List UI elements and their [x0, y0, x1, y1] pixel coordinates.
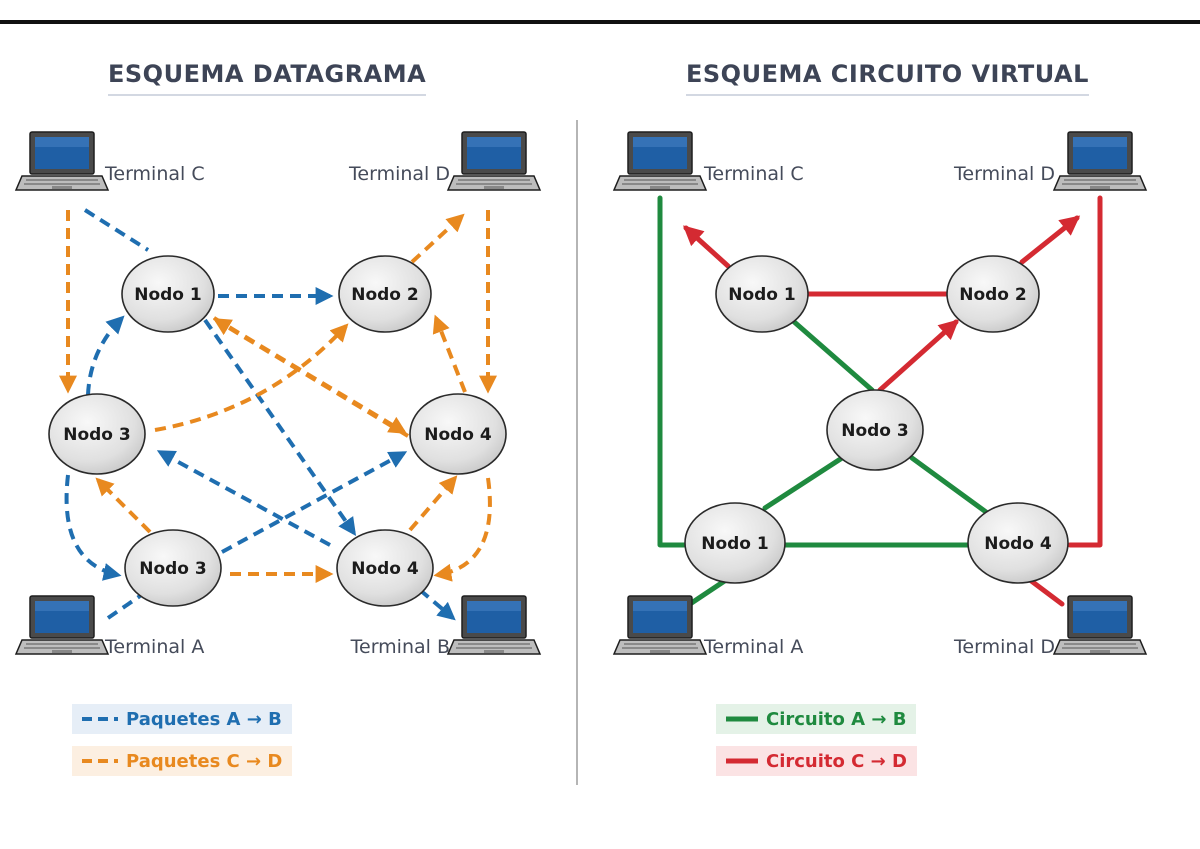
- legend-item-circuit-ab: Circuito A → B: [716, 704, 917, 734]
- orange-arrow-node3b-node3: [95, 477, 152, 534]
- terminal-label-d: Terminal D: [953, 163, 1055, 185]
- laptop-icon: [447, 595, 541, 655]
- title-virtual-circuit: ESQUEMA CIRCUITO VIRTUAL: [686, 60, 1089, 96]
- legend-label: Paquetes C → D: [126, 750, 283, 772]
- node-2-label: Nodo 2: [351, 285, 419, 305]
- green-line-node3-node4: [909, 455, 989, 515]
- node-2-label: Nodo 2: [959, 285, 1027, 305]
- panel-divider: [576, 120, 578, 785]
- laptop-icon: [1053, 131, 1147, 191]
- blue-arrow-node1-node4b: [203, 318, 357, 536]
- node-2: [946, 255, 1040, 333]
- orange-arrow-node4-node2: [432, 314, 467, 393]
- laptop-icon: [15, 595, 109, 655]
- node-4b-label: Nodo 4: [351, 559, 419, 579]
- legend-item-circuit-cd: Circuito C → D: [716, 746, 917, 776]
- terminal-label-b: Terminal B: [350, 636, 450, 658]
- node-3-label: Nodo 3: [841, 421, 909, 441]
- node-3b: [124, 529, 222, 607]
- node-1b: [684, 502, 786, 584]
- node-2: [338, 255, 432, 333]
- terminal-label-d: Terminal D: [348, 163, 450, 185]
- green-line-node1b-node3: [762, 455, 845, 511]
- laptop-icon: [447, 131, 541, 191]
- terminal-label-a: Terminal A: [104, 636, 204, 658]
- title-datagram: ESQUEMA DATAGRAMA: [108, 60, 427, 96]
- green-line-termA-node1b: [687, 577, 729, 607]
- blue-arrow-node3-node1: [86, 315, 125, 396]
- red-line-node4-termD2: [1027, 577, 1065, 607]
- green-line-termC-node1b: [657, 195, 687, 548]
- laptop-icon: [1053, 595, 1147, 655]
- legend-label: Circuito A → B: [766, 708, 907, 730]
- blue-path-termC-node1: [83, 208, 150, 252]
- green-line-node1-node3: [789, 317, 875, 393]
- terminal-label-a: Terminal A: [703, 636, 803, 658]
- legend-dashed-line-icon: [82, 759, 118, 763]
- node-1-label: Nodo 1: [134, 285, 202, 305]
- node-4b: [336, 529, 434, 607]
- orange-arrow-node3-node2: [154, 323, 349, 432]
- red-arrow-node2-termD: [1019, 215, 1081, 265]
- node-1b-label: Nodo 1: [701, 534, 769, 554]
- legend-label: Paquetes A → B: [126, 708, 282, 730]
- laptop-icon: [15, 131, 109, 191]
- legend-dashed-line-icon: [82, 717, 118, 721]
- node-1: [121, 255, 215, 333]
- blue-arrow-node3-node3b: [64, 474, 122, 581]
- node-1-label: Nodo 1: [728, 285, 796, 305]
- node-3: [48, 393, 146, 475]
- node-4: [409, 393, 507, 475]
- orange-arrow-node4-node1: [212, 318, 410, 438]
- laptop-icon: [613, 595, 707, 655]
- terminal-label-d2: Terminal D: [953, 636, 1055, 658]
- orange-arrow-node4-node4b: [433, 477, 492, 582]
- red-arrow-node3-node2: [877, 319, 959, 393]
- orange-arrow-node4b-node4: [408, 475, 458, 532]
- legend-label: Circuito C → D: [766, 750, 907, 772]
- node-4: [967, 502, 1069, 584]
- legend-solid-line-icon: [726, 716, 758, 722]
- blue-path-termA-node3b: [106, 594, 142, 620]
- legend-solid-line-icon: [726, 758, 758, 764]
- red-arrow-node1-termC: [683, 225, 731, 269]
- node-4-label: Nodo 4: [424, 425, 492, 445]
- node-3b-label: Nodo 3: [139, 559, 207, 579]
- node-1: [715, 255, 809, 333]
- legend-item-packets-cd: Paquetes C → D: [72, 746, 293, 776]
- legend-item-packets-ab: Paquetes A → B: [72, 704, 292, 734]
- node-4-label: Nodo 4: [984, 534, 1052, 554]
- orange-arrow-node2-termD: [410, 213, 465, 264]
- top-border: [0, 20, 1200, 24]
- blue-arrow-node3b-node4: [221, 451, 408, 554]
- red-line-termD-node4: [1067, 195, 1103, 548]
- terminal-label-c: Terminal C: [703, 163, 804, 185]
- node-3: [826, 389, 924, 471]
- terminal-label-c: Terminal C: [104, 163, 205, 185]
- blue-arrow-node4b-termB: [418, 588, 456, 621]
- laptop-icon: [613, 131, 707, 191]
- node-3-label: Nodo 3: [63, 425, 131, 445]
- blue-arrow-node4b-node3: [156, 450, 331, 547]
